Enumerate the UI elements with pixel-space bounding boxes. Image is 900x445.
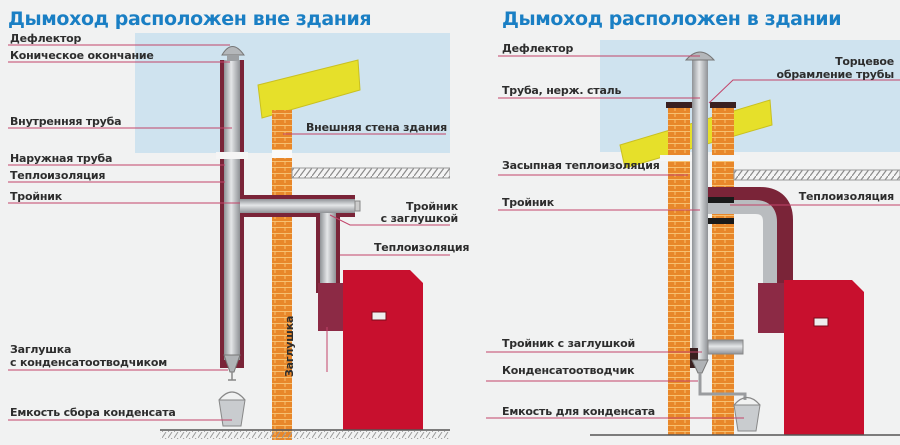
label-insulation-right: Теплоизоляция (374, 241, 470, 254)
insulation-plug-top (708, 197, 734, 203)
title-outside: Дымоход расположен вне здания (8, 8, 372, 30)
boiler-window (813, 317, 829, 327)
deflector (221, 46, 245, 56)
label-end-frame-2: обрамление трубы (776, 68, 895, 81)
condensate-plug (223, 354, 241, 373)
panel-outside-building: Дымоход расположен вне здания Дефлектор … (8, 8, 469, 440)
tee-pipe (240, 199, 355, 213)
bucket-handle (218, 391, 246, 401)
insulation-plug-bottom (708, 218, 734, 224)
brick-shaft-right (712, 105, 734, 435)
outer-wall (272, 110, 292, 440)
boiler-bevel (410, 270, 423, 283)
label-outer-pipe: Наружная труба (10, 152, 113, 165)
sky-area (600, 40, 900, 152)
boiler-flue (758, 283, 784, 333)
diagram-outside-building (8, 33, 450, 440)
boiler-bevel (852, 280, 864, 292)
label-conical-end: Коническое окончание (10, 49, 154, 62)
tee-plug (707, 339, 744, 355)
pipe-break (216, 152, 248, 159)
label-plug-drain-2: с конденсатоотводчиком (10, 356, 168, 369)
conical-end (227, 55, 239, 61)
ground-hatch (160, 431, 450, 439)
label-tee-plug: Тройник с заглушкой (502, 337, 635, 350)
end-frame-right (710, 102, 736, 108)
label-condensate-tank: Емкость сбора конденсата (10, 406, 176, 419)
boiler-flue (318, 283, 344, 331)
drain-tap (228, 372, 236, 381)
floor-slab (291, 167, 450, 179)
label-tee-plug-1: Тройник (405, 200, 458, 213)
label-outer-wall: Внешняя стена здания (306, 121, 447, 134)
condensate-bucket (733, 404, 761, 432)
label-insulation: Теплоизоляция (798, 190, 894, 203)
connector-pipe (320, 213, 336, 291)
boiler-window (371, 311, 387, 321)
label-tee: Тройник (502, 196, 555, 209)
label-end-frame-1: Торцевое (835, 55, 894, 68)
drain-pipe (698, 373, 747, 400)
bucket-handle (733, 396, 761, 406)
shaft-insulation (690, 348, 698, 368)
floor-slab (733, 169, 900, 181)
panel-inside-building: Дымоход расположен в здании Дефлектор То… (450, 0, 900, 445)
label-deflector: Дефлектор (502, 42, 574, 55)
brick-shaft-left (668, 105, 690, 435)
label-condensate-tank: Емкость для конденсата (502, 405, 655, 418)
title-inside: Дымоход расположен в здании (502, 8, 842, 30)
condensate-bucket (218, 399, 246, 427)
roof (257, 59, 361, 119)
label-deflector: Дефлектор (10, 32, 82, 45)
label-tee-plug-2: с заглушкой (380, 212, 459, 225)
boiler (343, 270, 423, 430)
leader-lines (8, 44, 450, 421)
diagram-inside-building (486, 40, 900, 436)
label-insulation: Теплоизоляция (10, 169, 106, 182)
elbow-pipe (708, 200, 777, 290)
wall-break (272, 150, 292, 158)
label-condensate-trap: Конденсатоотводчик (502, 364, 635, 377)
vertical-pipe (224, 60, 240, 360)
label-plug-vertical: Заглушка (283, 315, 296, 377)
end-frame-left (666, 102, 692, 108)
label-inner-pipe: Внутренняя труба (10, 115, 122, 128)
label-backfill-insulation: Засыпная теплоизоляция (502, 159, 660, 172)
label-plug-drain-1: Заглушка (10, 343, 72, 356)
label-tee: Тройник (10, 190, 63, 203)
boiler (784, 280, 864, 435)
condensate-trap (691, 359, 709, 374)
tee-plug (354, 200, 361, 212)
leader-lines (486, 55, 900, 419)
label-stainless-pipe: Труба, нерж. сталь (502, 84, 622, 97)
